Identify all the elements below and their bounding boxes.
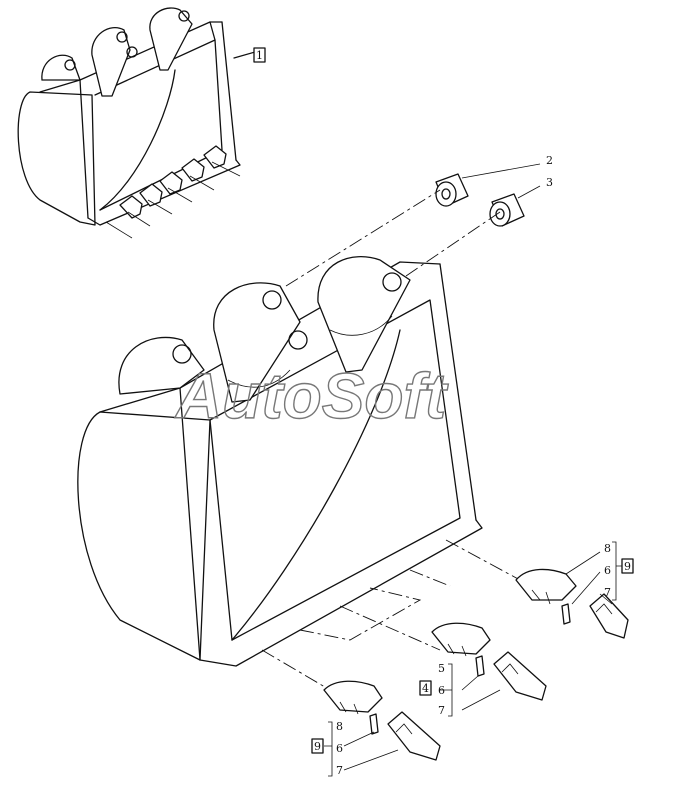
callout-left-9: 9 <box>314 740 321 753</box>
tooth-assembly-left <box>323 680 441 761</box>
callout-left-8: 8 <box>336 720 343 733</box>
callout-mid-5: 5 <box>438 662 445 675</box>
callout-bushing-2: 2 <box>546 154 553 167</box>
callout-mid-4: 4 <box>422 682 429 695</box>
callout-box-left <box>311 738 324 754</box>
large-bucket <box>77 256 483 667</box>
callout-right-7: 7 <box>604 586 611 599</box>
callout-box-mid <box>419 680 432 696</box>
bushing-part-2 <box>435 173 469 207</box>
callout-mid-7: 7 <box>438 704 445 717</box>
callout-left-6: 6 <box>336 742 343 755</box>
small-bucket <box>17 7 263 239</box>
tooth-assembly-middle <box>431 622 547 701</box>
callout-bushing-3: 3 <box>546 176 553 189</box>
callout-left-7: 7 <box>336 764 343 777</box>
callout-box-small-bucket <box>253 47 266 63</box>
callout-box-right <box>621 558 634 574</box>
watermark-text: AutoSoft <box>174 360 449 432</box>
callout-right-8: 8 <box>604 542 611 555</box>
callout-small-bucket: 1 <box>256 49 263 62</box>
tooth-assembly-right <box>515 568 629 639</box>
callout-right-9: 9 <box>624 560 631 573</box>
callout-mid-6: 6 <box>438 684 445 697</box>
callout-right-6: 6 <box>604 564 611 577</box>
bushing-part-3 <box>489 193 525 227</box>
